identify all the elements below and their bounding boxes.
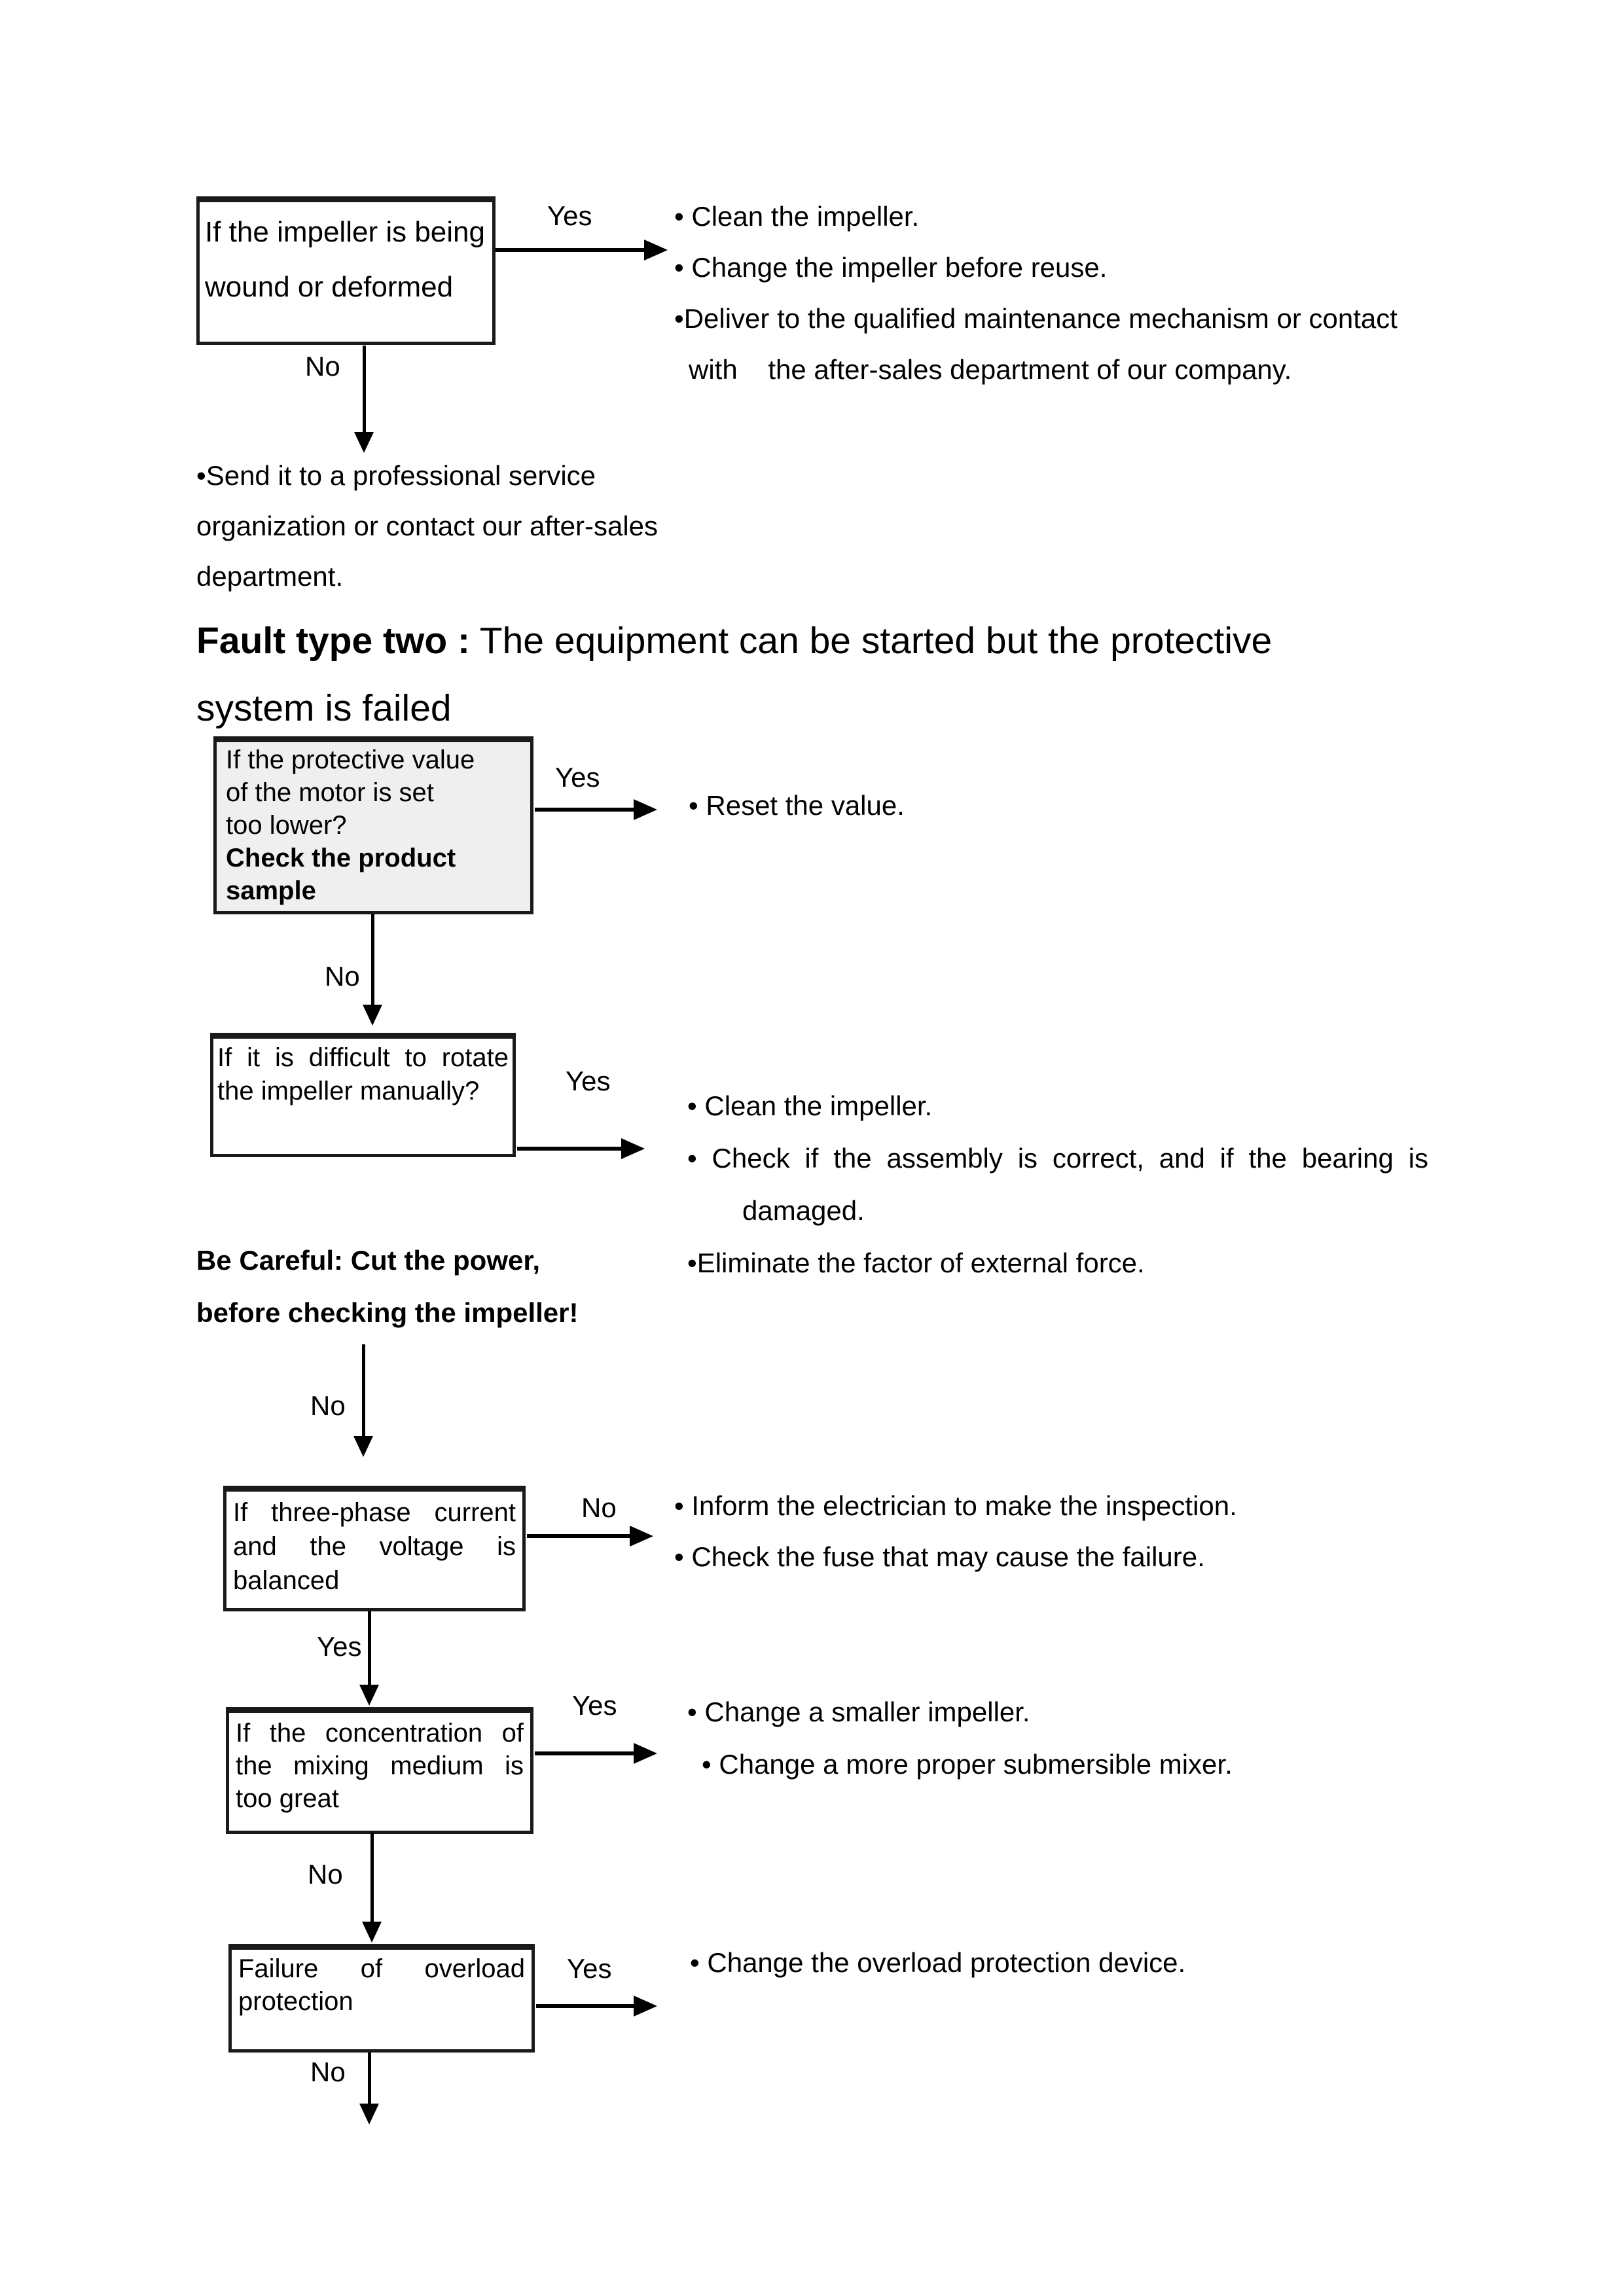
yes-actions-list: • Clean the impeller. • Check if the ass… (687, 1080, 1434, 1289)
box-line: too lower? (226, 811, 347, 840)
yes-actions-list: • Clean the impeller. • Change the impel… (674, 191, 1398, 395)
arrow-right-icon (535, 799, 657, 820)
arrow-right-icon (496, 240, 668, 260)
yes-label: Yes (547, 200, 592, 231)
box-line: and the voltage is (233, 1532, 516, 1561)
decision-box-three-phase-current: If three-phase current and the voltage i… (223, 1486, 526, 1611)
action-bullet-line: • Clean the impeller. (687, 1090, 933, 1121)
arrow-down-icon (359, 1611, 379, 1706)
action-bullet-line: • Change a more proper submersible mixer… (702, 1749, 1233, 1780)
yes-actions-list: • Change a smaller impeller. • Change a … (687, 1686, 1233, 1791)
no-label: No (310, 2056, 346, 2087)
action-bullet-line: • Change the impeller before reuse. (674, 252, 1108, 283)
arrow-down-icon (353, 1344, 373, 1457)
decision-box-difficult-to-rotate: If it is difficult to rotate the impelle… (210, 1033, 516, 1157)
box-line: If the impeller is being (205, 216, 485, 248)
action-bullet-line: •Send it to a professional service (196, 460, 596, 491)
warning-line: before checking the impeller! (196, 1297, 579, 1328)
yes-actions-list: • Reset the value. (689, 780, 905, 831)
box-line: If the concentration of (236, 1719, 524, 1748)
no-label: No (305, 351, 340, 382)
action-bullet-line: •Deliver to the qualified maintenance me… (674, 303, 1398, 334)
yes-label: Yes (555, 762, 600, 793)
action-bullet-line: • Check the fuse that may cause the fail… (674, 1541, 1205, 1572)
action-bullet-line: • Change the overload protection device. (690, 1947, 1186, 1978)
action-bullet-line: • Check if the assembly is correct, and … (687, 1143, 1428, 1174)
decision-box-overload-protection: Failure of overload protection (228, 1944, 535, 2053)
arrow-down-icon (359, 2053, 379, 2125)
box-line: of the motor is set (226, 778, 434, 807)
box-line: If it is difficult to rotate (217, 1043, 509, 1072)
box-line: If three-phase current (233, 1498, 516, 1527)
action-bullet-line: •Eliminate the factor of external force. (687, 1247, 1145, 1278)
action-continuation-line: with the after-sales department of our c… (689, 354, 1292, 385)
no-actions-list: • Inform the electrician to make the ins… (674, 1480, 1237, 1583)
decision-box-impeller-wound-or-deformed: If the impeller is being wound or deform… (196, 196, 496, 345)
yes-label: Yes (566, 1066, 611, 1096)
action-continuation-line: department. (196, 561, 344, 592)
arrow-right-icon (527, 1526, 653, 1547)
box-line: wound or deformed (205, 271, 454, 303)
arrow-down-icon (363, 914, 382, 1026)
yes-label: Yes (572, 1690, 617, 1721)
no-label: No (308, 1859, 343, 1890)
heading-line-2: system is failed (196, 687, 452, 729)
be-careful-warning: Be Careful: Cut the power, before checki… (196, 1234, 579, 1339)
box-line: the impeller manually? (217, 1077, 480, 1105)
warning-line: Be Careful: Cut the power, (196, 1245, 541, 1276)
no-label: No (325, 961, 360, 992)
action-continuation-line: damaged. (742, 1195, 865, 1226)
box-line-bold: sample (226, 876, 316, 905)
arrow-right-icon (517, 1138, 645, 1159)
heading-regular-part: The equipment can be started but the pro… (469, 620, 1272, 662)
action-bullet-line: • Clean the impeller. (674, 201, 920, 232)
action-continuation-line: organization or contact our after-sales (196, 511, 659, 541)
action-bullet-line: • Change a smaller impeller. (687, 1696, 1030, 1727)
no-label: No (310, 1390, 346, 1421)
no-label: No (581, 1492, 617, 1523)
arrow-right-icon (536, 1996, 657, 2017)
fault-type-two-heading: Fault type two : The equipment can be st… (196, 607, 1272, 742)
yes-actions-list: • Change the overload protection device. (690, 1937, 1185, 1988)
decision-box-medium-concentration: If the concentration of the mixing mediu… (226, 1707, 533, 1834)
box-line: balanced (233, 1566, 340, 1595)
heading-line-1: Fault type two : The equipment can be st… (196, 607, 1272, 675)
box-line: the mixing medium is (236, 1751, 524, 1780)
arrow-down-icon (354, 346, 374, 453)
no-actions-list: •Send it to a professional service organ… (196, 450, 658, 601)
yes-label: Yes (317, 1631, 362, 1662)
yes-label: Yes (567, 1953, 612, 1984)
action-bullet-line: • Inform the electrician to make the ins… (674, 1490, 1237, 1521)
arrow-right-icon (535, 1743, 657, 1764)
box-line-bold: Check the product (226, 844, 456, 872)
box-line: Failure of overload (238, 1954, 525, 1983)
box-line: too great (236, 1784, 339, 1813)
box-line: If the protective value (226, 745, 475, 774)
box-line: protection (238, 1987, 353, 2016)
decision-box-protective-value: If the protective value of the motor is … (213, 736, 533, 914)
arrow-down-icon (362, 1833, 382, 1943)
heading-bold-part: Fault type two : (196, 620, 470, 662)
action-bullet-line: • Reset the value. (689, 790, 905, 821)
